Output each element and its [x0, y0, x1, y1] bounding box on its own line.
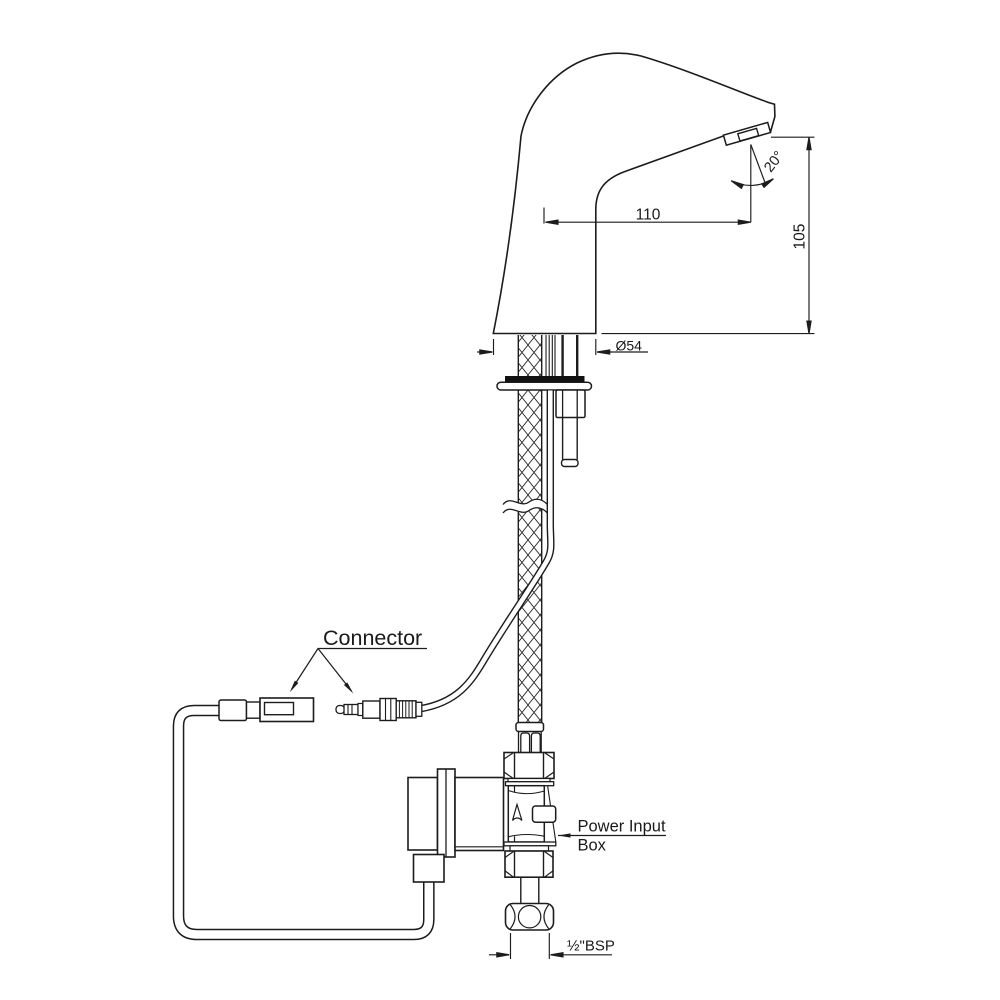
power-input-box-label-line2: Box — [578, 837, 607, 855]
angle-20-text: 20° — [761, 148, 787, 175]
dimension-bsp — [489, 933, 612, 959]
spout-aerator — [722, 121, 772, 147]
hose-break-symbol — [502, 498, 548, 514]
faucet-body — [492, 52, 776, 335]
connector-female — [218, 697, 315, 723]
fixing-stud — [555, 389, 586, 468]
cable-loop — [172, 704, 435, 941]
cable-gland — [412, 853, 445, 883]
power-input-box-label-group: Power Input Box — [558, 818, 666, 855]
upper-compression-nut — [503, 751, 555, 780]
hose-nipple — [517, 731, 542, 753]
power-input-box-label-line1: Power Input — [578, 818, 666, 836]
riser-lines — [545, 335, 579, 377]
solenoid-valve-assembly — [503, 721, 557, 931]
connector-label: Connector — [323, 626, 422, 650]
inlet-coupling-nut — [504, 902, 555, 931]
solenoid-coil-box — [407, 768, 505, 883]
dimension-105-text: 105 — [792, 224, 809, 250]
valve-body — [507, 784, 557, 843]
braided-hose — [517, 335, 543, 723]
dimension-bsp-text: ½"BSP — [567, 938, 615, 955]
faucet-outline — [492, 52, 776, 335]
dimension-105 — [601, 136, 815, 335]
hose-ferrule — [515, 721, 545, 733]
sensor-cable — [419, 390, 555, 713]
base-gasket — [505, 376, 585, 383]
mounting-flange — [496, 381, 593, 391]
connector-male — [335, 697, 423, 722]
connector-label-group: Connector — [288, 626, 427, 695]
lower-compression-nut — [504, 850, 554, 879]
dimension-110 — [543, 207, 752, 225]
dimension-54-text: Ø54 — [616, 338, 643, 354]
flow-direction-arrow — [511, 802, 523, 821]
dimension-54 — [477, 339, 648, 355]
valve-side-tab — [531, 805, 557, 823]
angle-20 — [729, 144, 776, 223]
dimension-110-text: 110 — [636, 207, 661, 224]
